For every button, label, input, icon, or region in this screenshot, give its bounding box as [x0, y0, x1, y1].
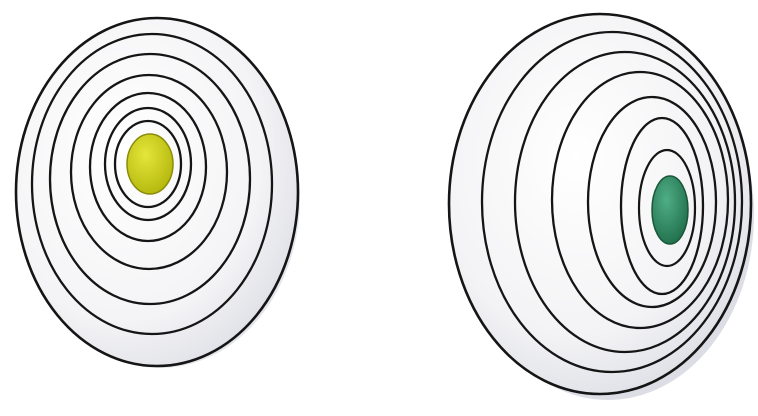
- left-concentric-figure: [16, 18, 300, 368]
- right-figure-body: [449, 14, 751, 394]
- right-nucleus-green: [652, 176, 688, 244]
- left-nucleus-yellow: [127, 134, 173, 194]
- right-eccentric-figure: [449, 14, 754, 400]
